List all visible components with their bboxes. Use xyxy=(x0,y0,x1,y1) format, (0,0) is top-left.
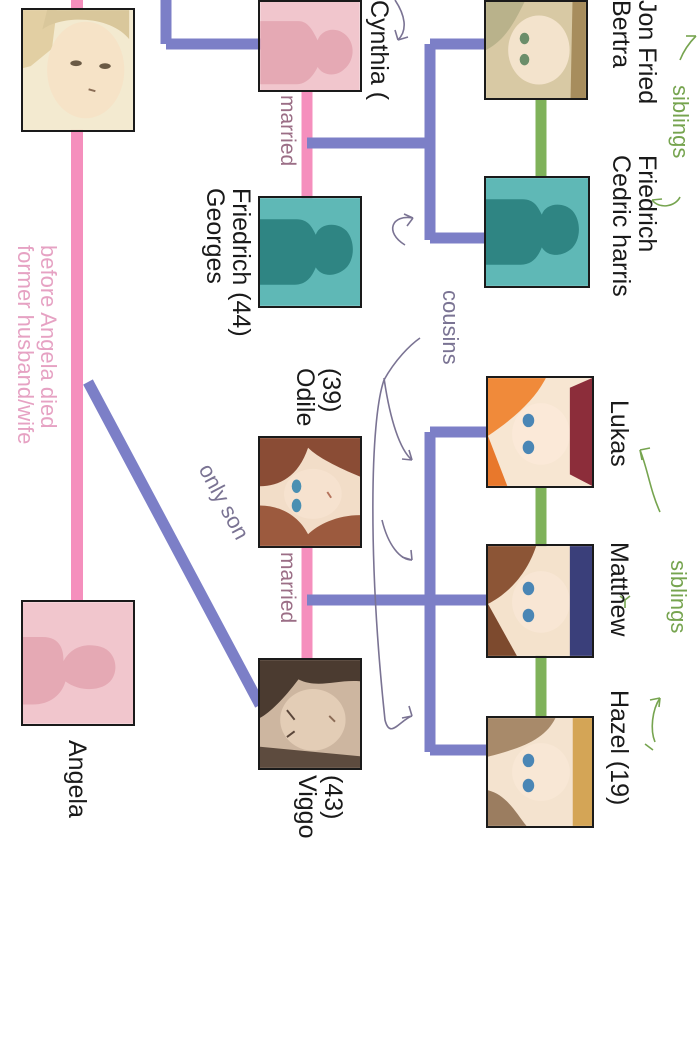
cynthia-arrow xyxy=(394,0,405,41)
portrait-cedric xyxy=(484,176,590,288)
lukas-name: Lukas xyxy=(605,400,633,467)
married-label-georges-cynthia: married xyxy=(276,95,299,167)
hazel-name: Hazel (19) xyxy=(605,690,633,806)
silhouette-icon xyxy=(260,2,360,90)
bertra-name: Jon Fried Bertra xyxy=(606,0,661,105)
portrait-lukas xyxy=(486,376,594,488)
portrait-top-left-man xyxy=(21,8,135,132)
matthew-name: Matthew xyxy=(605,542,633,637)
angela-name: Angela xyxy=(63,740,91,818)
portrait-odile xyxy=(258,436,362,548)
face-portrait-icon xyxy=(260,438,360,546)
portrait-bertra xyxy=(484,0,588,100)
face-portrait-icon xyxy=(486,2,586,98)
former-spouse-label: before Angela died former husband/wife xyxy=(12,245,61,445)
face-portrait-icon xyxy=(260,660,360,768)
only-son-line xyxy=(83,379,265,708)
portrait-cynthia xyxy=(258,0,362,92)
siblings-arrows-bottom xyxy=(619,35,697,751)
portrait-matthew xyxy=(486,544,594,658)
face-portrait-icon xyxy=(488,546,592,656)
face-portrait-icon xyxy=(488,378,592,486)
georges-name: Friedrich (44) Georges xyxy=(200,188,255,337)
portrait-viggo xyxy=(258,658,362,770)
face-portrait-icon xyxy=(488,718,592,826)
cousins-arrows xyxy=(372,213,421,730)
cynthia-name: Cynthia ( xyxy=(365,0,393,101)
portrait-georges xyxy=(258,196,362,308)
portrait-angela xyxy=(21,600,135,726)
siblings-label-viggo-children: siblings xyxy=(666,560,691,634)
silhouette-icon xyxy=(486,178,588,286)
viggo-name: (43) Viggo xyxy=(292,775,347,839)
cousins-label: cousins xyxy=(438,290,463,365)
silhouette-icon xyxy=(260,198,360,306)
silhouette-icon xyxy=(23,602,133,724)
portrait-hazel xyxy=(486,716,594,828)
siblings-label-friedrich: siblings xyxy=(668,85,693,159)
face-portrait-icon xyxy=(23,10,133,130)
cedric-name: Friedrich Cedric harris xyxy=(606,155,661,297)
odile-name: (39) Odile xyxy=(290,368,345,427)
married-label-viggo-odile: married xyxy=(276,552,299,624)
